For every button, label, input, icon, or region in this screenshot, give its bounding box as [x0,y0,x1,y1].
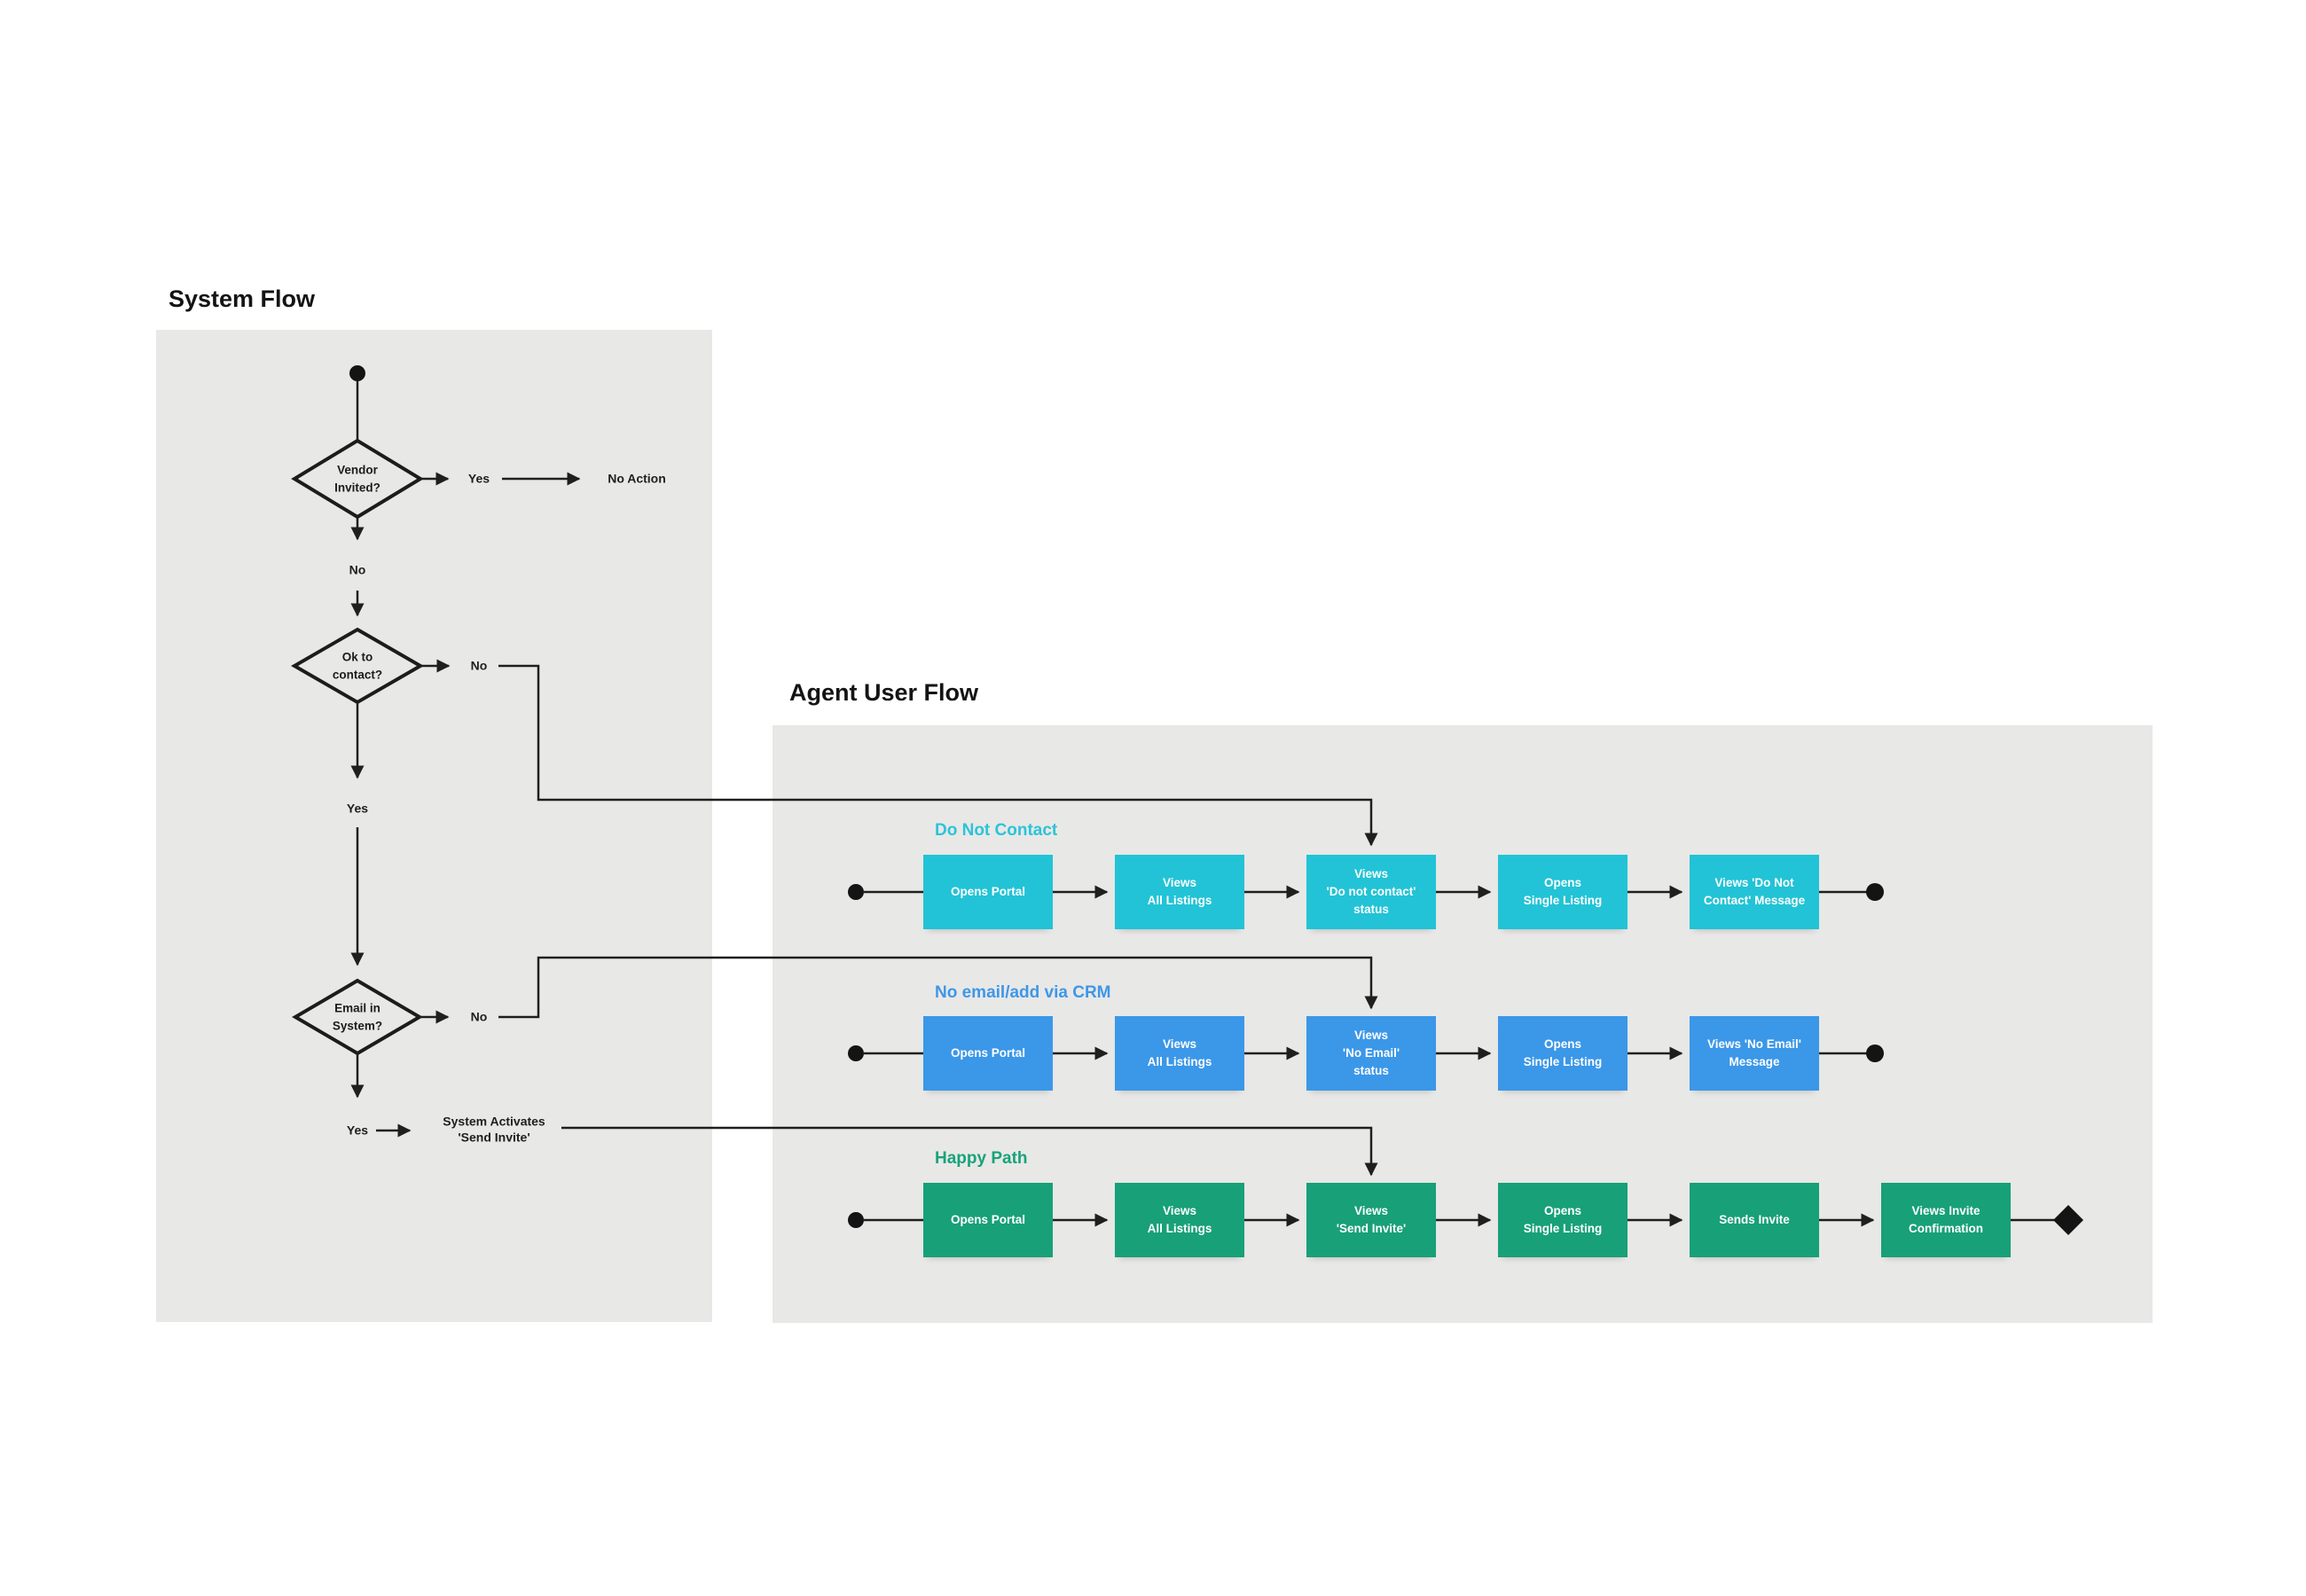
lane2-step-opens-single-listing: Opens Single Listing [1498,1016,1628,1091]
lane2-step-views-all-listings: Views All Listings [1115,1016,1244,1091]
lane1-step-views-do-not-contact-message: Views 'Do Not Contact' Message [1690,855,1819,929]
edge-label-vendor-yes: Yes [467,471,490,486]
lane1-step-views-all-listings: Views All Listings [1115,855,1244,929]
edge-label-contact-yes: Yes [346,801,369,816]
lane2-step-opens-portal: Opens Portal [923,1016,1053,1091]
lane1-connectors [848,883,1884,901]
lane-label-no-email-add-via-crm: No email/add via CRM [935,983,1111,1002]
lane3-step-views-send-invite: Views 'Send Invite' [1306,1183,1436,1257]
lane-label-do-not-contact: Do Not Contact [935,821,1058,840]
edge-email-no [420,956,1378,1024]
lane3-connectors [848,1205,2083,1235]
lane3-step-opens-single-listing: Opens Single Listing [1498,1183,1628,1257]
edge-label-email-yes: Yes [346,1123,369,1138]
system-flow-title: System Flow [169,286,316,312]
lane3-step-opens-portal: Opens Portal [923,1183,1053,1257]
system-flow-panel [156,330,712,1322]
lane2-step-views-no-email-message: Views 'No Email' Message [1690,1016,1819,1091]
decision-vendor-invited-label: Vendor Invited? [334,463,380,494]
agent-user-flow-title: Agent User Flow [789,679,979,706]
edge-email-yes [350,1053,1378,1177]
lane3-step-views-all-listings: Views All Listings [1115,1183,1244,1257]
lane1-step-opens-portal: Opens Portal [923,855,1053,929]
terminal-label-no-action: No Action [608,471,666,486]
lane1-step-views-do-not-contact-status: Views 'Do not contact' status [1306,855,1436,929]
edge-label-email-no: No [470,1009,488,1024]
edge-contact-no [420,659,1378,847]
lane3-step-views-invite-confirmation: Views Invite Confirmation [1881,1183,2011,1257]
system-start-node [349,365,365,440]
decision-email-in-system-label: Email in System? [332,1001,383,1032]
lane1-step-opens-single-listing: Opens Single Listing [1498,855,1628,929]
lane-label-happy-path: Happy Path [935,1149,1028,1168]
process-system-activates-send-invite: System Activates 'Send Invite' [443,1114,545,1145]
decision-ok-to-contact-label: Ok to contact? [332,650,383,681]
lane2-connectors [848,1044,1884,1062]
edge-label-vendor-no: No [349,562,366,577]
lane2-step-views-no-email-status: Views 'No Email' status [1306,1016,1436,1091]
edge-label-contact-no: No [470,658,488,673]
lane3-step-sends-invite: Sends Invite [1690,1183,1819,1257]
